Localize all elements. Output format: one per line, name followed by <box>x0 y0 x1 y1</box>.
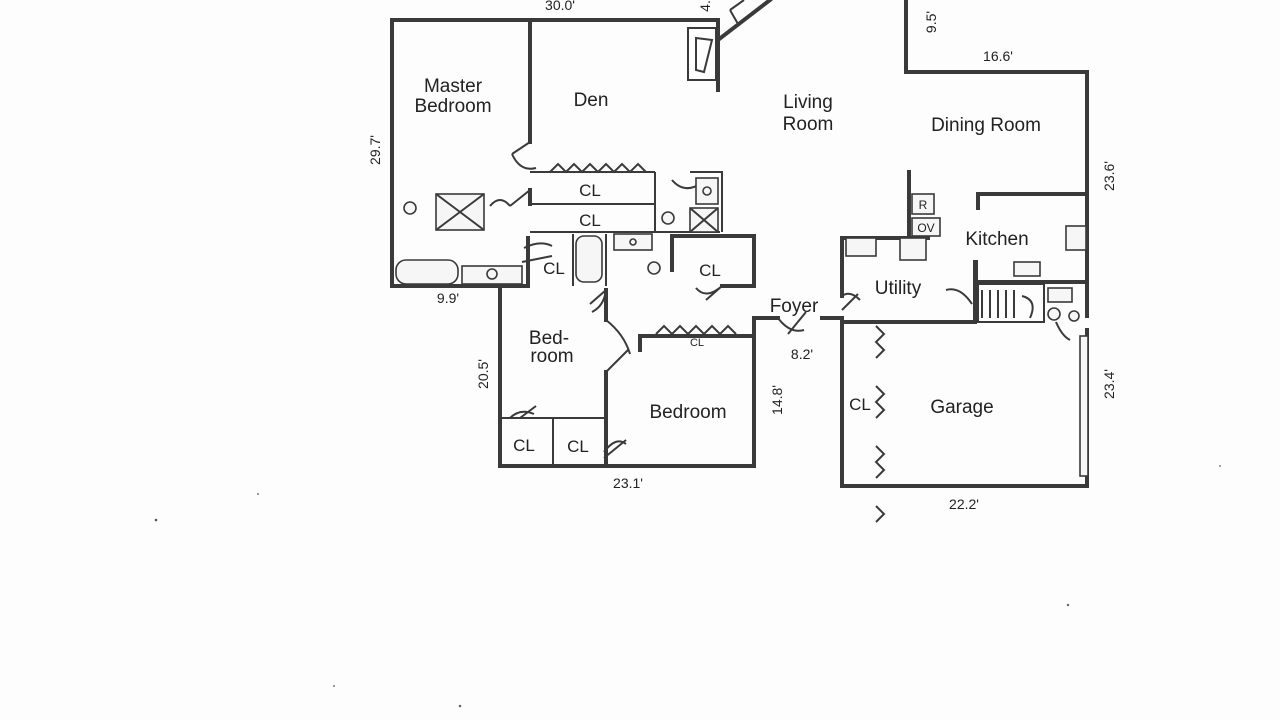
garage-label: Garage <box>930 397 993 418</box>
fixtures <box>395 177 1089 477</box>
closet-label-bedroom-left-b: CL <box>567 437 589 456</box>
living-room-label-line2: Room <box>783 114 834 135</box>
dimension-dining-height: 23.6' <box>1101 161 1117 191</box>
bedroom-center-label: Bedroom <box>649 402 726 423</box>
den-label: Den <box>574 90 609 111</box>
living-room-label-line1: Living <box>783 92 833 113</box>
kitchen-label: Kitchen <box>965 229 1028 250</box>
utility-label: Utility <box>875 278 922 299</box>
fireplace <box>687 0 773 81</box>
closet-label-bedroom-left-a: CL <box>513 436 535 455</box>
master-bedroom-label-line1: Master <box>424 76 483 97</box>
dimension-top-small: 4. <box>697 0 713 12</box>
dimension-labels: 30.0' 4. 9.5' 16.6' 29.7' 23.6' 9.9' 20.… <box>367 0 1117 512</box>
bedroom-left-label-line2: room <box>530 346 573 367</box>
foyer-label: Foyer <box>770 296 819 317</box>
dining-room-label: Dining Room <box>931 115 1041 136</box>
dimension-bedroom-height: 14.8' <box>769 385 785 415</box>
closet-label-bath-hall: CL <box>543 259 565 278</box>
oven-label: OV <box>917 221 934 235</box>
closet-label-hall-right: CL <box>699 261 721 280</box>
dimension-foyer-width: 8.2' <box>791 346 813 362</box>
closet-label-den-bottom: CL <box>579 211 601 230</box>
closet-label-den-top: CL <box>579 181 601 200</box>
dimension-bedroom-left-height: 20.5' <box>475 359 491 389</box>
walls <box>390 0 1089 488</box>
dimension-living-notch: 9.5' <box>923 11 939 33</box>
dimension-bedroom-width: 23.1' <box>613 475 643 491</box>
room-labels: Master Bedroom Den Living Room Dining Ro… <box>414 76 1040 423</box>
closet-doors <box>549 162 886 523</box>
closet-label-garage: CL <box>849 395 871 414</box>
dimension-master-width: 9.9' <box>437 290 459 306</box>
dimension-garage-height: 23.4' <box>1101 369 1117 399</box>
doors <box>489 141 1071 459</box>
refrigerator-label: R <box>919 198 928 212</box>
scan-specks <box>154 465 1221 708</box>
dimension-master-height: 29.7' <box>367 135 383 165</box>
master-bedroom-label-line2: Bedroom <box>414 96 491 117</box>
dimension-garage-width: 22.2' <box>949 496 979 512</box>
dimension-dining-width: 16.6' <box>983 48 1013 64</box>
bedroom-left-label-line1: Bed- <box>529 328 569 349</box>
dimension-top-width: 30.0' <box>545 0 575 13</box>
closet-label-bedroom-top: CL <box>690 337 704 349</box>
closet-labels: CL CL CL CL CL CL CL CL <box>513 181 871 456</box>
appliance-labels: R OV <box>917 198 934 235</box>
